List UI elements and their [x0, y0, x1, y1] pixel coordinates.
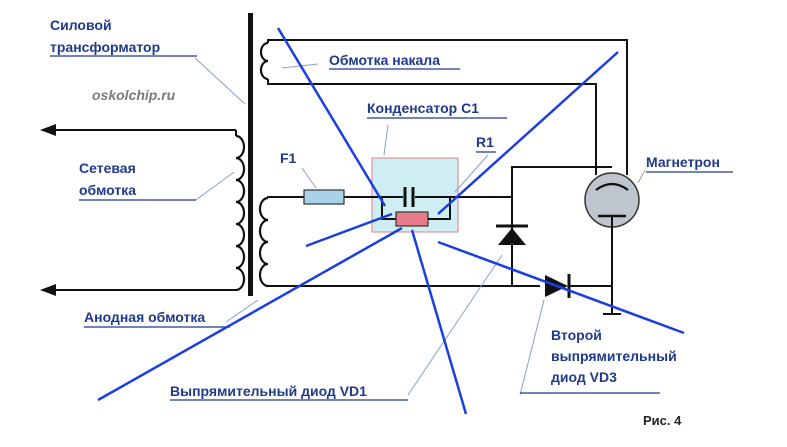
label-diode-vd1: Выпрямительный диод VD1 — [170, 383, 367, 399]
anode-wire-top — [267, 196, 304, 198]
mains-arrow-top — [40, 124, 56, 136]
annotation-arrows — [97, 27, 685, 415]
label-anode-winding: Анодная обмотка — [84, 309, 205, 325]
label-diode-vd3-3: диод VD3 — [551, 369, 617, 385]
label-resistor-r1: R1 — [476, 134, 494, 150]
label-mains-winding-2: обмотка — [79, 182, 136, 198]
label-capacitor-c1: Конденсатор С1 — [367, 100, 479, 116]
filament-wire-bottom — [267, 79, 597, 175]
label-magnetron: Магнетрон — [646, 154, 720, 170]
diode-vd1 — [496, 224, 528, 245]
label-power-transformer-2: трансформатор — [50, 39, 160, 55]
filament-wire-top — [267, 39, 628, 175]
capacitor-c1 — [403, 187, 415, 207]
label-fuse-f1: F1 — [280, 150, 297, 166]
label-site: oskolchip.ru — [92, 87, 176, 103]
resistor-r1 — [395, 211, 429, 227]
label-mains-winding-1: Сетевая — [79, 160, 136, 176]
mains-winding-coil — [40, 124, 246, 296]
fuse-f1 — [303, 189, 345, 205]
mains-arrow-bottom — [40, 284, 56, 296]
label-power-transformer-1: Силовой — [50, 17, 112, 33]
label-diode-vd3-2: выпрямительный — [551, 348, 677, 364]
label-figure: Рис. 4 — [643, 413, 682, 428]
magnetron-symbol — [584, 172, 640, 315]
transformer-core — [248, 13, 253, 296]
label-diode-vd3-1: Второй — [551, 327, 602, 343]
filament-winding-coil — [259, 41, 269, 81]
label-filament-winding: Обмотка накала — [329, 52, 440, 68]
anode-winding-coil — [258, 196, 269, 288]
